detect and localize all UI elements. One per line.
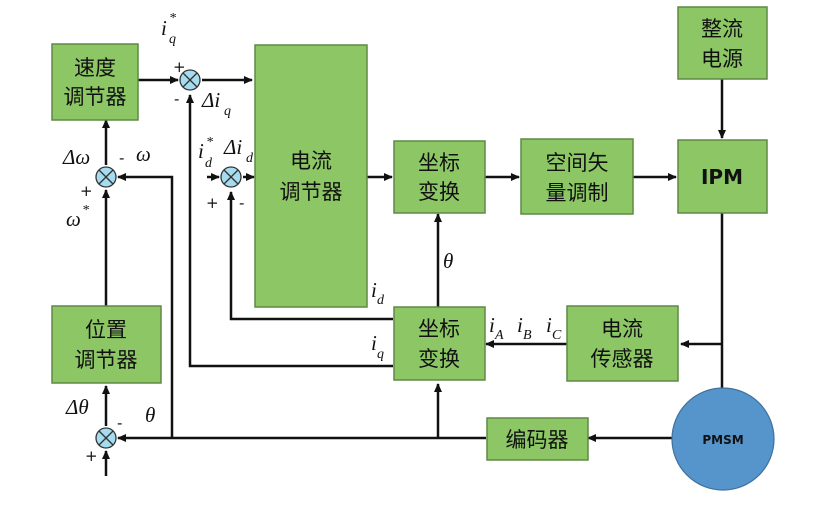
block-coord-transform-bottom: 坐标 变换 — [393, 306, 486, 381]
line-id-feedback — [227, 191, 393, 321]
label-iC: i C — [546, 313, 562, 343]
block-label: 电源 — [701, 47, 743, 71]
block-label: 空间矢 — [546, 151, 609, 175]
block-label: IPM — [701, 165, 743, 189]
block-label: 量调制 — [546, 181, 609, 205]
block-label: 调节器 — [64, 85, 127, 109]
svg-text:ω: ω — [66, 207, 81, 231]
sign-minus-theta: - — [117, 414, 122, 432]
svg-text:d: d — [377, 293, 385, 308]
motor-label: PMSM — [702, 433, 743, 447]
block-encoder: 编码器 — [486, 417, 589, 461]
block-coord-transform-top: 坐标 变换 — [393, 140, 486, 214]
svg-text:i: i — [546, 313, 552, 337]
block-label: 速度 — [74, 56, 116, 80]
motor-pmsm: PMSM — [671, 387, 775, 491]
summer-iq — [179, 69, 201, 91]
svg-text:i: i — [371, 278, 377, 302]
sign-plus-omega: + — [80, 182, 93, 200]
block-label: 坐标 — [418, 317, 460, 341]
block-label: 变换 — [418, 347, 460, 371]
block-label: 变换 — [418, 180, 460, 204]
svg-text:*: * — [169, 11, 176, 26]
label-delta-omega: Δω — [62, 145, 90, 169]
block-label: 坐标 — [418, 151, 460, 175]
sign-plus-theta: + — [85, 447, 98, 465]
svg-text:d: d — [246, 151, 254, 166]
block-label: 位置 — [85, 318, 127, 342]
svg-text:*: * — [206, 135, 213, 150]
label-delta-id: Δi d — [223, 135, 254, 166]
block-current-regulator: 电流 调节器 — [254, 44, 368, 308]
line-iq-feedback — [186, 94, 393, 368]
block-label: 传感器 — [591, 347, 654, 371]
signal-lines — [102, 76, 726, 476]
summer-theta — [95, 427, 117, 449]
svg-text:B: B — [523, 328, 532, 343]
svg-text:q: q — [224, 104, 231, 119]
label-iq-ref: i q * — [161, 11, 176, 47]
block-svm: 空间矢 量调制 — [520, 138, 634, 215]
label-id: i d — [371, 278, 385, 308]
block-label: 整流 — [701, 17, 743, 41]
svg-text:i: i — [517, 313, 523, 337]
label-delta-theta: Δθ — [65, 395, 89, 419]
svg-text:*: * — [82, 203, 89, 218]
block-position-regulator: 位置 调节器 — [51, 305, 162, 384]
sign-minus-iq: - — [174, 90, 179, 108]
block-ipm: IPM — [677, 139, 768, 214]
summer-omega — [95, 166, 117, 188]
block-label: 调节器 — [280, 180, 343, 204]
block-label: 调节器 — [75, 348, 138, 372]
svg-text:Δi: Δi — [201, 88, 220, 112]
label-theta: θ — [145, 403, 155, 427]
block-current-sensor: 电流 传感器 — [566, 305, 679, 382]
label-omega: ω — [136, 142, 151, 166]
svg-text:Δi: Δi — [223, 135, 242, 159]
sign-minus-id: - — [239, 194, 244, 212]
block-label: 电流 — [290, 149, 332, 173]
svg-text:q: q — [377, 347, 384, 362]
label-theta-top: θ — [443, 249, 453, 273]
svg-text:i: i — [161, 16, 167, 40]
block-speed-regulator: 速度 调节器 — [51, 43, 139, 121]
label-omega-ref: ω * — [66, 203, 89, 231]
svg-text:i: i — [198, 139, 204, 163]
label-id-ref: i d * — [198, 135, 213, 171]
sign-plus-iq: + — [173, 58, 186, 76]
label-iA: i A — [489, 313, 504, 343]
block-rectifier: 整流 电源 — [677, 6, 768, 80]
label-delta-iq: Δi q — [201, 88, 231, 119]
summer-id — [220, 166, 242, 188]
label-iB: i B — [517, 313, 532, 343]
svg-text:C: C — [552, 328, 562, 343]
block-label: 电流 — [601, 317, 643, 341]
label-iq: i q — [371, 331, 384, 362]
svg-text:i: i — [371, 331, 377, 355]
svg-text:A: A — [494, 328, 504, 343]
sign-minus-omega: - — [119, 149, 124, 167]
svg-text:q: q — [169, 32, 176, 47]
block-label: 编码器 — [506, 428, 569, 452]
sign-plus-id: + — [206, 194, 219, 212]
svg-text:d: d — [205, 156, 213, 171]
line-omega-feedback — [117, 173, 174, 438]
svg-text:i: i — [489, 313, 495, 337]
